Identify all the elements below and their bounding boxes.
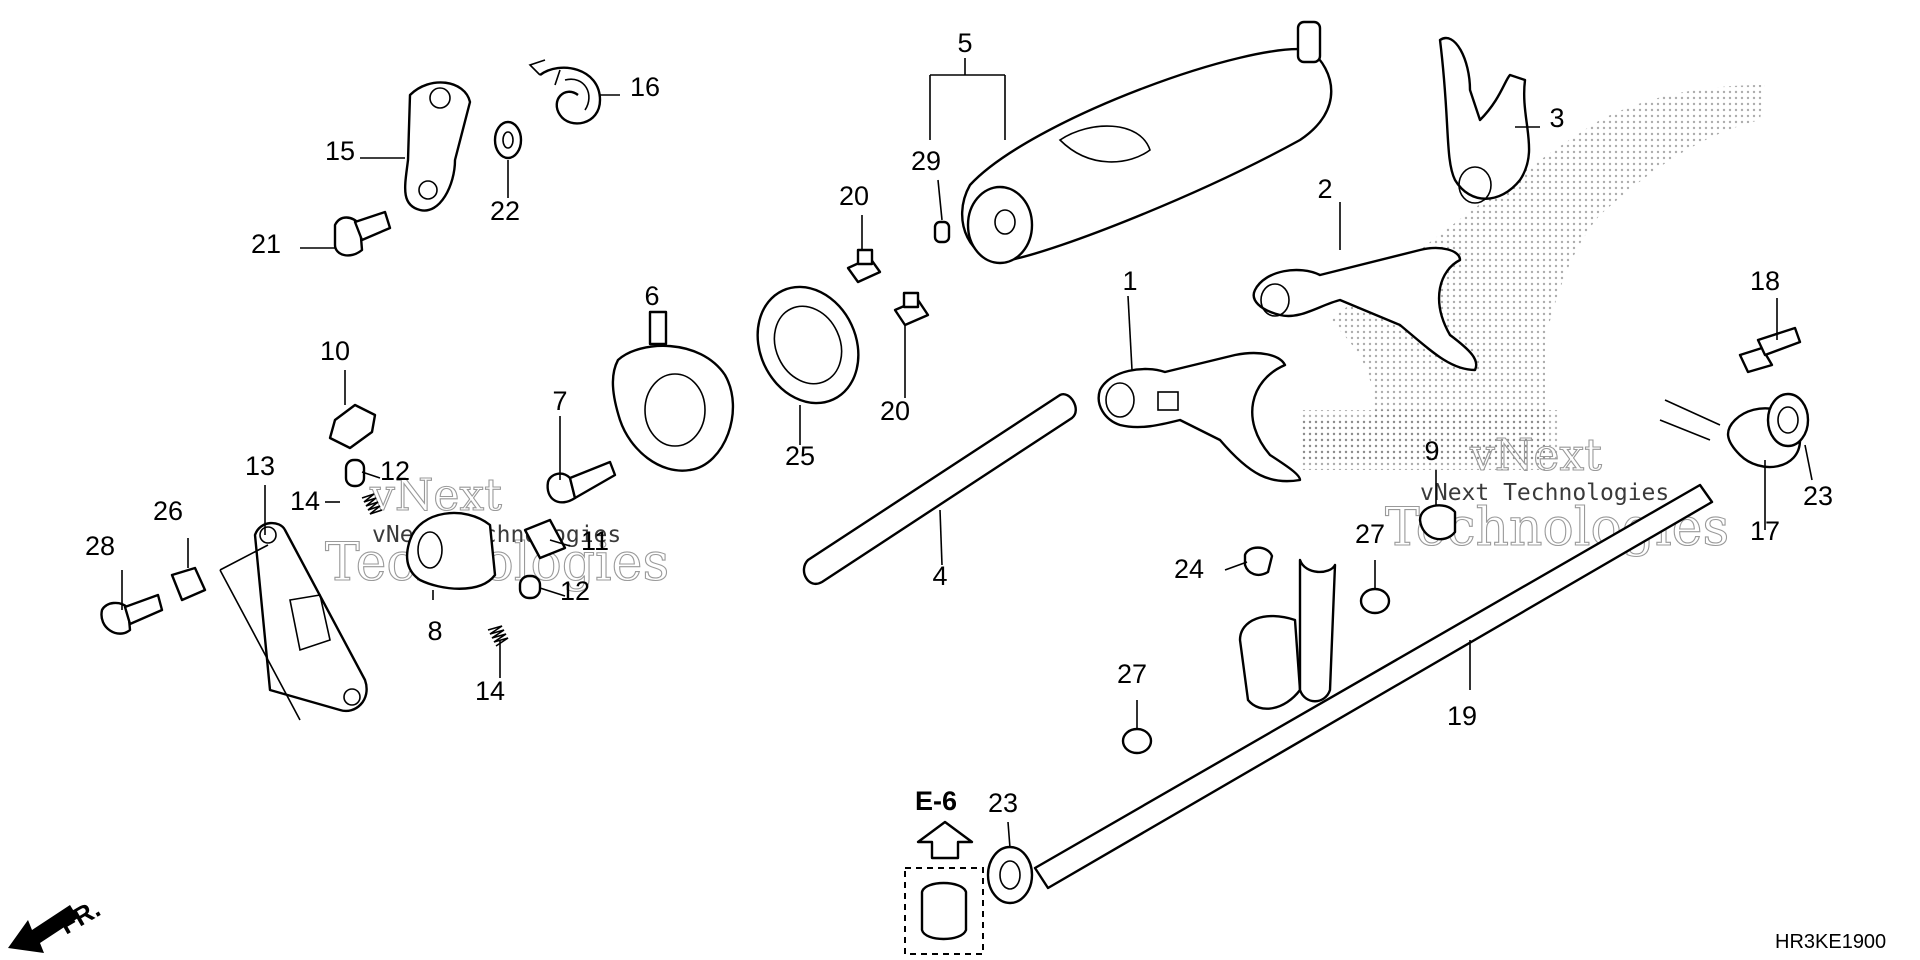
watermark-text: vNext [369, 470, 502, 521]
leader-line [1804, 444, 1813, 481]
spring-part-14 [361, 493, 509, 647]
callout-2: 2 [1317, 174, 1332, 204]
callout-12a: 12 [380, 456, 410, 486]
pin-part-12 [344, 458, 542, 600]
leader-line [1007, 821, 1011, 849]
stopper-part-10 [328, 403, 377, 450]
callout-14a: 14 [290, 486, 320, 516]
callout-27b: 27 [1117, 659, 1147, 689]
callout-9: 9 [1424, 436, 1439, 466]
bearing-part-25 [756, 285, 860, 405]
watermark-text: vNext Technologies [1420, 480, 1669, 506]
watermark-text: Technologies [325, 533, 669, 593]
leader-line [361, 471, 381, 479]
leader-line [939, 509, 943, 566]
callout-27a: 27 [1355, 519, 1385, 549]
leader-line [929, 58, 1006, 140]
bolt-part-18 [1738, 326, 1802, 374]
callout-23b: 23 [988, 788, 1018, 818]
callout-14b: 14 [475, 676, 505, 706]
bolt-part-21 [333, 210, 392, 257]
leader-line [539, 587, 566, 597]
callout-1: 1 [1122, 266, 1137, 296]
shaft-part-4 [802, 393, 1077, 585]
front-direction-arrow: FR. [8, 893, 105, 953]
callout-labels: 1234567891011121213141415161718192020212… [85, 28, 1833, 818]
callout-26: 26 [153, 496, 183, 526]
callout-10: 10 [320, 336, 350, 366]
callout-22: 22 [490, 196, 520, 226]
bolt-part-20 [846, 248, 930, 327]
leader-line [1224, 561, 1248, 571]
watermark: vNext Technologies vNext Technologies vN… [324, 429, 1729, 593]
reference-e6-label[interactable]: E-6 [915, 786, 957, 816]
callout-11: 11 [581, 526, 609, 556]
callout-7: 7 [552, 386, 567, 416]
callout-29: 29 [911, 146, 941, 176]
front-label: FR. [54, 893, 105, 940]
shift-drum-part-5 [960, 20, 1333, 265]
callout-20b: 20 [880, 396, 910, 426]
fork-part-3 [1438, 36, 1531, 204]
leader-line [549, 539, 571, 547]
callout-25: 25 [785, 441, 815, 471]
clip-part-24 [1243, 546, 1274, 576]
leader-lines [121, 58, 1813, 849]
leader-line [937, 179, 943, 221]
reference-e6[interactable]: E-6 [904, 786, 984, 955]
callout-13: 13 [245, 451, 275, 481]
circlip-part-27 [1121, 587, 1391, 755]
callout-3: 3 [1549, 103, 1564, 133]
callout-15: 15 [325, 136, 355, 166]
callout-8: 8 [427, 616, 442, 646]
dashed-box [904, 867, 984, 955]
watermark-text: vNext [1469, 430, 1602, 481]
fork-part-1 [1097, 351, 1302, 483]
leader-line [187, 538, 301, 721]
bolt-part-28 [100, 593, 164, 635]
callout-21: 21 [251, 229, 281, 259]
callout-18: 18 [1750, 266, 1780, 296]
leader-line [1127, 295, 1133, 371]
washer-part-23 [986, 392, 1810, 905]
callout-24: 24 [1174, 554, 1204, 584]
arrow-icon [8, 905, 78, 953]
cam-plate-part-8 [405, 511, 497, 590]
shift-spindle-part-19 [1033, 483, 1714, 890]
callout-6: 6 [644, 281, 659, 311]
spring-part-16 [528, 59, 602, 125]
background-wing-logo [1300, 85, 1765, 470]
dowel-part-29 [933, 220, 951, 244]
collar-part-26 [170, 566, 207, 602]
callout-28: 28 [85, 531, 115, 561]
callout-20a: 20 [839, 181, 869, 211]
bolt-part-7 [546, 460, 617, 504]
callout-5: 5 [957, 28, 972, 58]
callout-12b: 12 [560, 576, 590, 606]
diagram-code: HR3KE1900 [1775, 931, 1886, 953]
drum-gear-part-6 [611, 310, 735, 472]
callout-19: 19 [1447, 701, 1477, 731]
callout-4: 4 [932, 561, 947, 591]
washer-part-22 [493, 120, 523, 160]
fork-part-2 [1252, 246, 1478, 372]
plate-part-15 [403, 81, 472, 212]
callout-16: 16 [630, 72, 660, 102]
plate-part-13 [253, 521, 368, 713]
callout-23a: 23 [1803, 481, 1833, 511]
callout-17: 17 [1750, 516, 1780, 546]
guide-part-11 [523, 518, 567, 560]
guide-bolt-part-9 [1418, 504, 1457, 541]
up-arrow-icon [916, 820, 974, 860]
